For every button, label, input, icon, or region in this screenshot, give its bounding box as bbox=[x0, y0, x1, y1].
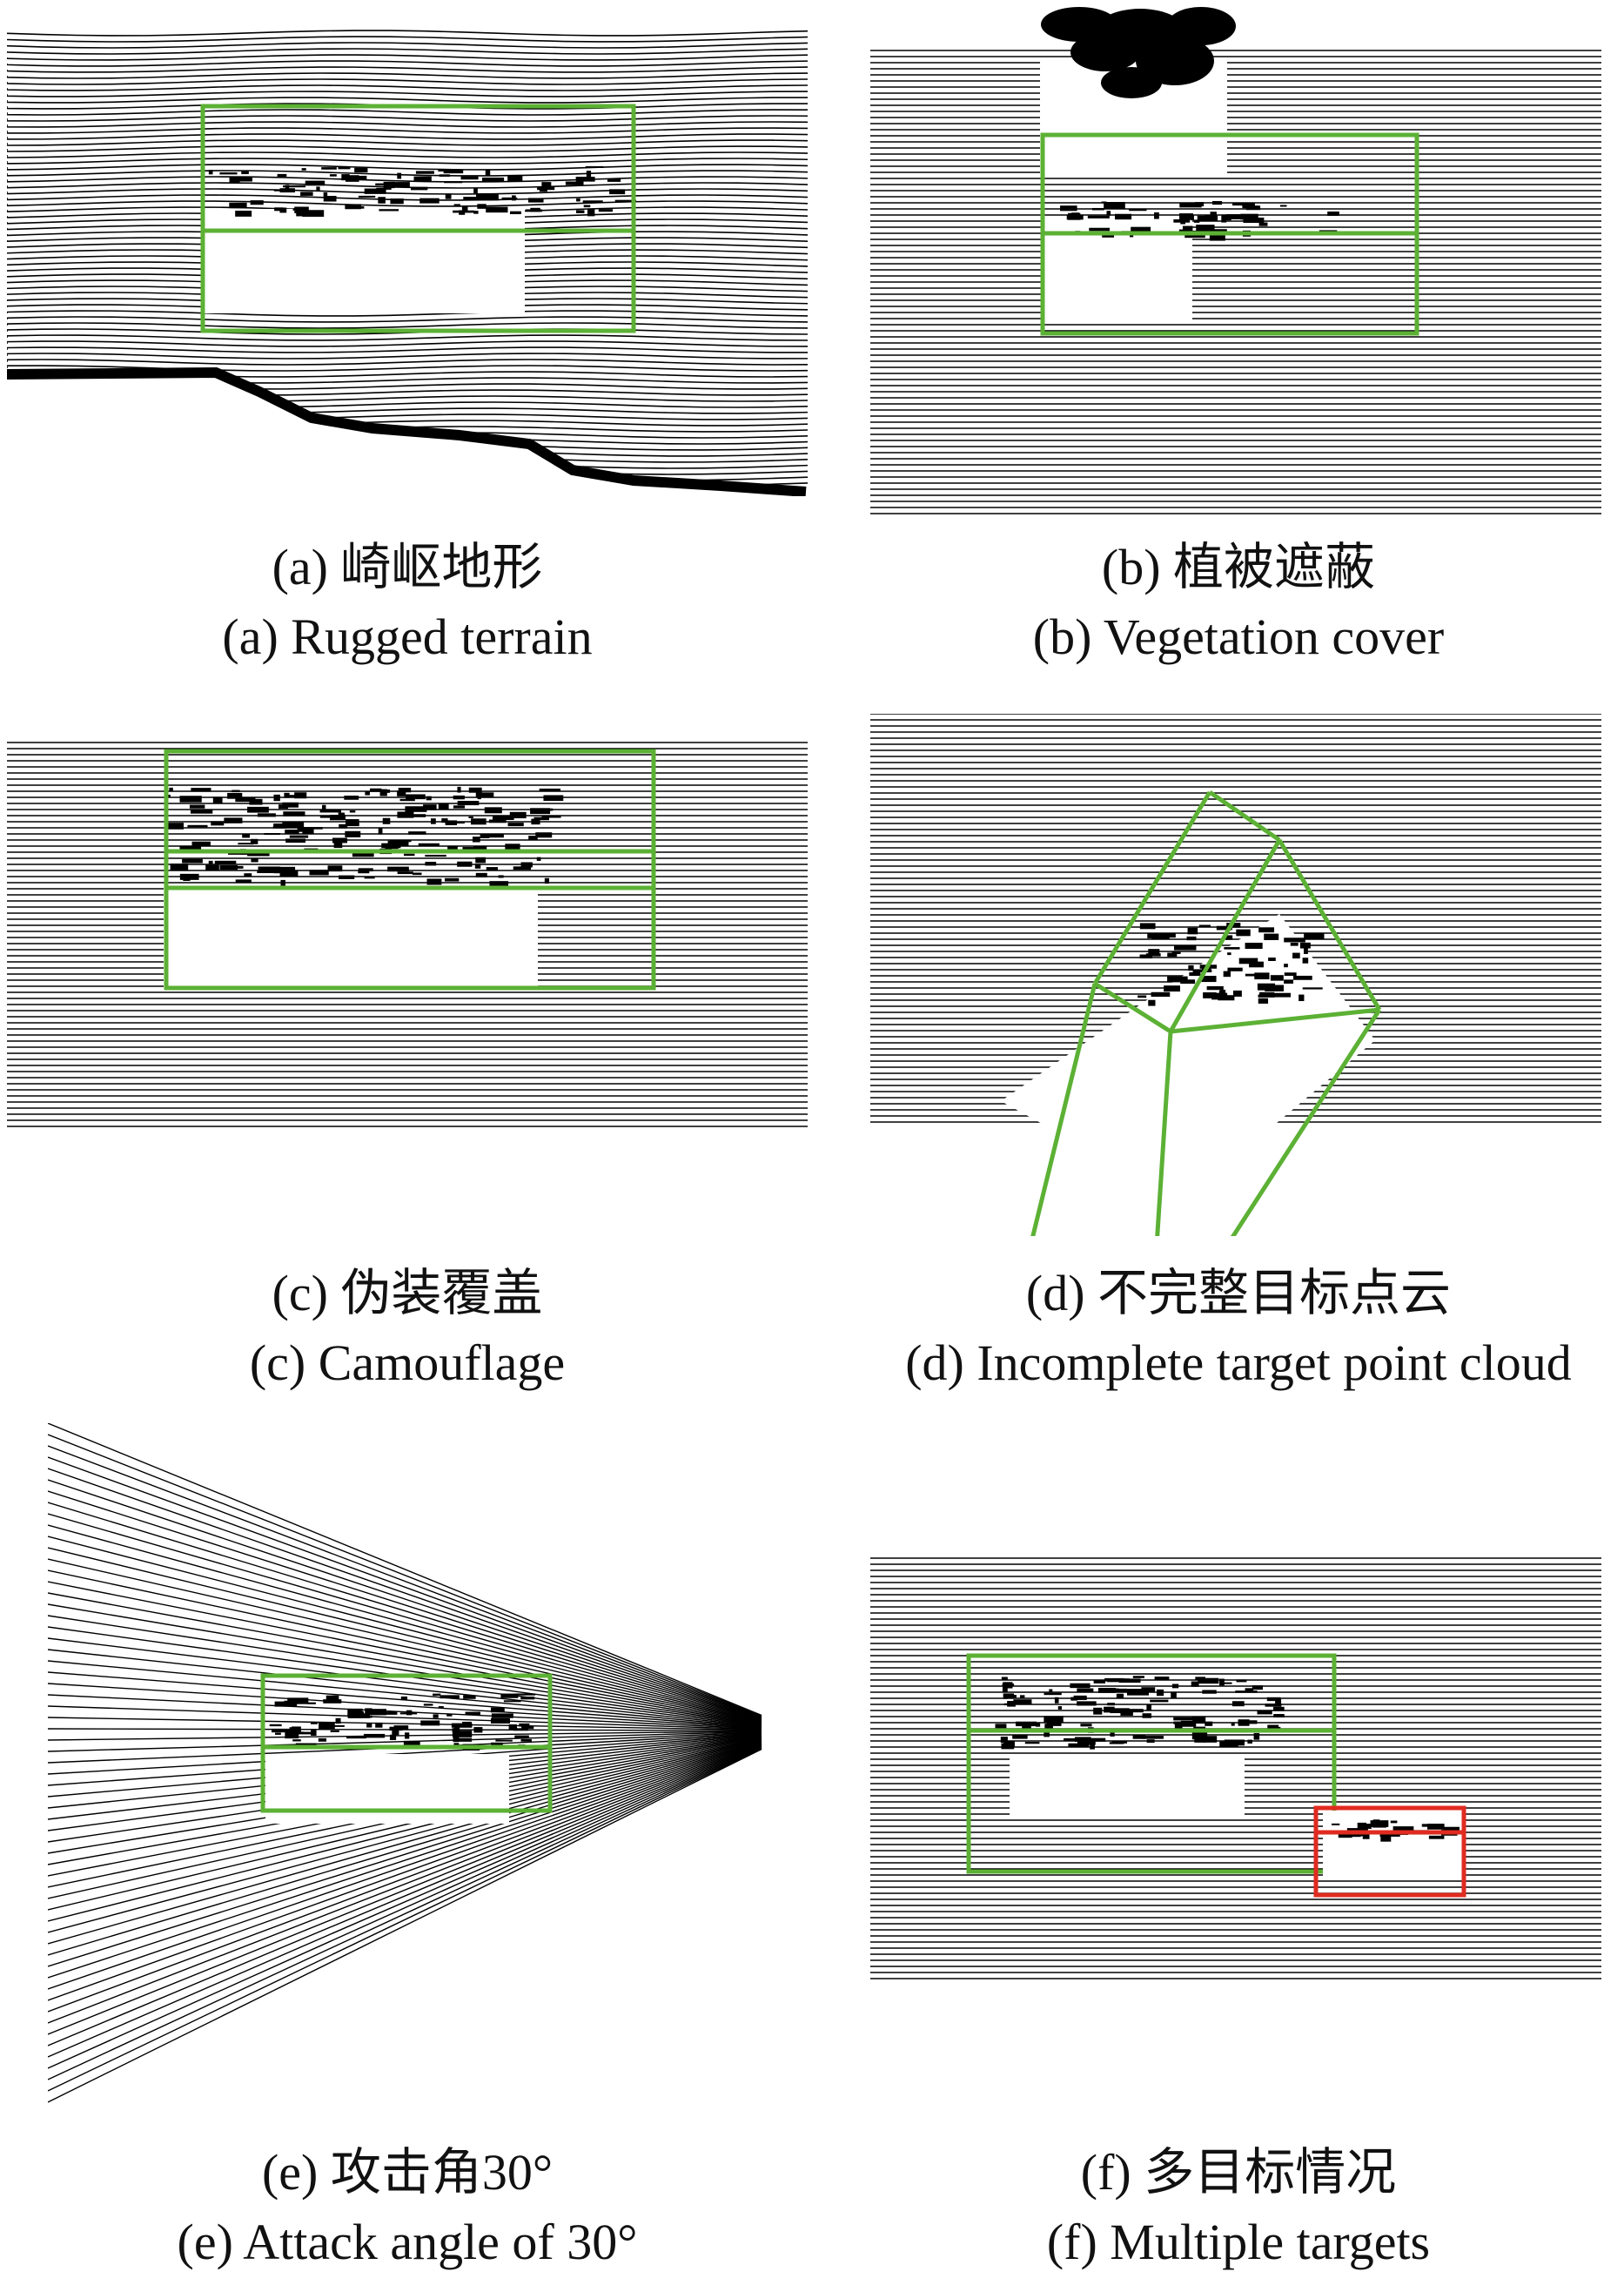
bounding-box-f-green bbox=[966, 1653, 1337, 1874]
terrain-ridge bbox=[7, 366, 807, 496]
bounding-box-b bbox=[1040, 132, 1419, 336]
caption-f-cn: (f) 多目标情况 bbox=[1080, 2144, 1397, 2201]
bounding-box-f-red bbox=[1313, 1805, 1466, 1898]
caption-a: (a) 崎岖地形 (a) Rugged terrain bbox=[0, 533, 842, 672]
caption-f: (f) 多目标情况 (f) Multiple targets bbox=[803, 2138, 1624, 2277]
scan-lines bbox=[870, 50, 1601, 514]
caption-b-cn: (b) 植被遮蔽 bbox=[1101, 539, 1376, 595]
caption-d-en: (d) Incomplete target point cloud bbox=[905, 1334, 1572, 1391]
caption-d-cn: (d) 不完整目标点云 bbox=[1025, 1265, 1452, 1321]
caption-b-en: (b) Vegetation cover bbox=[1032, 608, 1445, 665]
point-cloud-e bbox=[48, 1423, 762, 2103]
caption-d: (d) 不完整目标点云 (d) Incomplete target point … bbox=[803, 1259, 1624, 1398]
target-shadow bbox=[1010, 1758, 1245, 1819]
bounding-box-a bbox=[200, 104, 636, 333]
target-shadow bbox=[164, 886, 538, 991]
bounding-box-d bbox=[1030, 790, 1382, 1236]
caption-b: (b) 植被遮蔽 (b) Vegetation cover bbox=[803, 533, 1624, 672]
bounding-box-e bbox=[260, 1673, 553, 1813]
caption-c-en: (c) Camouflage bbox=[249, 1334, 566, 1391]
panel-d bbox=[870, 714, 1601, 1236]
point-cloud-a bbox=[7, 30, 808, 496]
point-cloud-d bbox=[870, 714, 1601, 1236]
caption-e-cn: (e) 攻击角30° bbox=[261, 2144, 554, 2201]
vegetation-canopy bbox=[1041, 7, 1236, 98]
panel-c bbox=[7, 738, 808, 1134]
target-points bbox=[995, 1676, 1285, 1750]
target-points bbox=[208, 165, 637, 217]
point-cloud-c bbox=[7, 742, 808, 1127]
panel-e bbox=[48, 1423, 770, 2111]
caption-e-en: (e) Attack angle of 30° bbox=[177, 2214, 638, 2270]
target-shadow bbox=[203, 209, 525, 313]
panel-b bbox=[870, 0, 1601, 518]
caption-c: (c) 伪装覆盖 (c) Camouflage bbox=[0, 1259, 842, 1398]
panel-a bbox=[7, 26, 808, 496]
caption-c-cn: (c) 伪装覆盖 bbox=[272, 1265, 543, 1321]
point-cloud-b bbox=[870, 7, 1601, 514]
panel-f bbox=[870, 1549, 1601, 1993]
bounding-box-c bbox=[164, 749, 656, 991]
caption-e: (e) 攻击角30° (e) Attack angle of 30° bbox=[0, 2138, 842, 2277]
target-points bbox=[1137, 923, 1325, 1006]
target-shadow bbox=[265, 1754, 509, 1824]
caption-f-en: (f) Multiple targets bbox=[1046, 2214, 1431, 2270]
caption-a-cn: (a) 崎岖地形 bbox=[272, 539, 543, 595]
caption-a-en: (a) Rugged terrain bbox=[222, 608, 593, 665]
point-cloud-f bbox=[870, 1557, 1601, 1979]
